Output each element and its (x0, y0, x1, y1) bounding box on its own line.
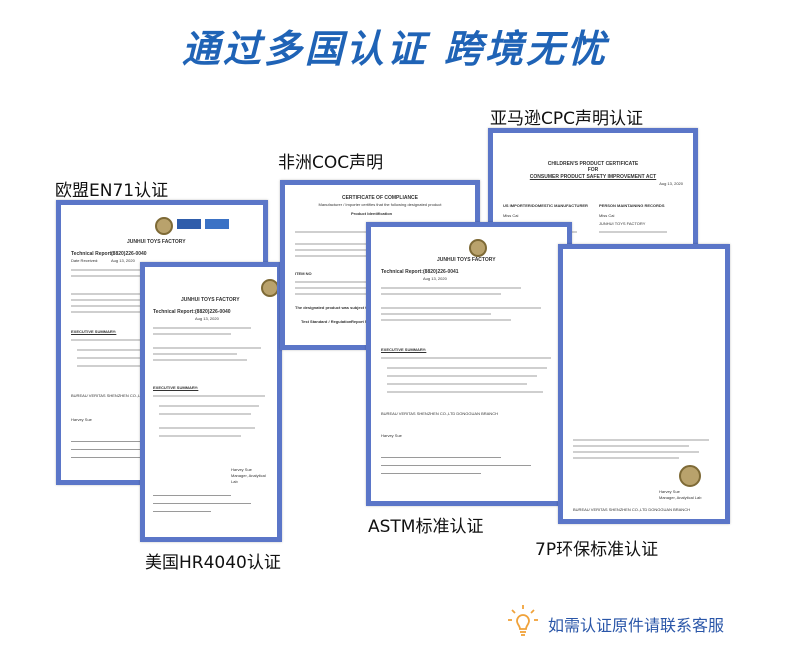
factory-right: JUNHUI TOYS FACTORY (599, 221, 646, 226)
date-value: Aug 13, 2020 (195, 316, 219, 321)
section-heading: EXECUTIVE SUMMARY: (153, 385, 199, 390)
report-number: (8820)226-0041 (423, 269, 459, 275)
contact-right: Miss Cai (599, 213, 615, 218)
coc-subtitle: Manufacturer / Importer certifies that t… (318, 202, 442, 207)
item-no-label: ITEM NO (295, 271, 312, 276)
contact-support-note: 如需认证原件请联系客服 (548, 616, 725, 635)
product-identification: Product Identification (351, 211, 393, 216)
page-headline: 通过多国认证 跨境无忧 (181, 27, 609, 71)
certificate-astm: JUNHUI TOYS FACTORY Technical Report: (8… (366, 222, 572, 506)
label-en71: 欧盟EN71认证 (55, 181, 169, 201)
signer-name: Harvey Sue (381, 433, 402, 438)
date-label: Date Received: (71, 258, 99, 263)
date-value: Aug 13, 2020 (423, 276, 447, 281)
coc-title: CERTIFICATE OF COMPLIANCE (341, 195, 418, 201)
importer-heading: US IMPORTER/DOMESTIC MANUFACTURER (503, 203, 588, 208)
date-value: Aug 13, 2020 (111, 258, 135, 263)
contact-left: Miss Cai (503, 213, 519, 218)
signer-name: Harvey Sue (231, 467, 252, 472)
report-number: (8820)226-0040 (111, 251, 147, 257)
lab-name: BUREAU VERITAS SHENZHEN CO.,LTD DONGGUAN… (381, 411, 498, 416)
bureau-veritas-logo (469, 239, 487, 257)
label-coc: 非洲COC声明 (278, 153, 384, 173)
label-astm: ASTM标准认证 (368, 517, 484, 537)
lab-name: BUREAU VERITAS SHENZHEN CO.,LTD DONGGUAN… (71, 393, 188, 398)
signer-role: Manager, Analytical Lab (231, 473, 266, 484)
report-title: Technical Report: (381, 269, 423, 275)
company-name: JUNHUI TOYS FACTORY (437, 257, 496, 263)
label-7p: 7P环保标准认证 (535, 540, 659, 560)
company-name: JUNHUI TOYS FACTORY (181, 297, 240, 303)
bureau-veritas-seal (679, 465, 701, 487)
report-no-header: Report No. (351, 319, 372, 324)
cpc-title: CHILDREN'S PRODUCT CERTIFICATE (547, 161, 639, 167)
section-heading: EXECUTIVE SUMMARY: (71, 329, 117, 334)
test-standard-header: Test Standard / Regulation (301, 319, 352, 324)
cpc-for: FOR (587, 167, 599, 173)
cpc-date: Aug 13, 2020 (659, 181, 683, 186)
records-heading: PERSON MAINTAINING RECORDS (599, 203, 665, 208)
ilac-mra-logo (177, 219, 201, 229)
signer-name: Harvey Sue (659, 489, 680, 494)
report-title: Technical Report: (71, 251, 113, 257)
company-name: JUNHUI TOYS FACTORY (127, 239, 186, 245)
cnas-logo (205, 219, 229, 229)
label-hr4040: 美国HR4040认证 (145, 553, 281, 573)
certificate-7p: Harvey Sue Manager, Analytical Lab BUREA… (558, 244, 730, 524)
label-cpc: 亚马逊CPC声明认证 (490, 109, 643, 129)
lab-name: BUREAU VERITAS SHENZHEN CO.,LTD DONGGUAN… (573, 507, 690, 512)
signer-name: Harvey Sue (71, 417, 92, 422)
report-title: Technical Report: (153, 309, 195, 315)
bureau-veritas-logo (261, 279, 277, 297)
lightbulb-icon (508, 605, 538, 636)
bureau-veritas-logo (155, 217, 173, 235)
signer-role: Manager, Analytical Lab (659, 495, 702, 500)
certificate-hr4040: JUNHUI TOYS FACTORY Technical Report: (8… (140, 262, 282, 542)
report-number: (8820)226-0040 (195, 309, 231, 315)
cpc-subtitle: CONSUMER PRODUCT SAFETY IMPROVEMENT ACT (529, 174, 657, 180)
coc-note: The designated product was subject to te… (295, 305, 378, 310)
section-heading: EXECUTIVE SUMMARY: (381, 347, 427, 352)
